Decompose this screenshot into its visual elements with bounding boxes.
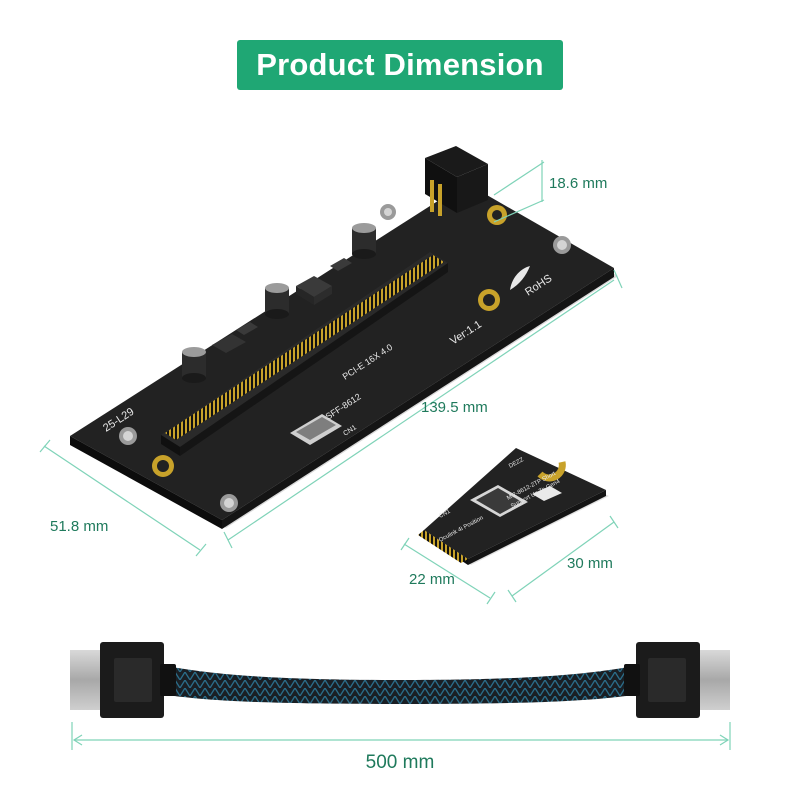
leaf-icon <box>510 266 530 290</box>
ic-chip <box>212 334 246 353</box>
length-line <box>227 279 615 541</box>
dimension-board-height: 18.6 mm <box>549 175 607 192</box>
warning-box-icon <box>532 486 562 501</box>
m2-gold-fingers <box>418 530 468 563</box>
dimension-m2-width: 22 mm <box>409 571 455 588</box>
right-connector <box>624 642 730 718</box>
board-dimension-lines <box>39 160 623 557</box>
m2-adapter-card: M.2-8612-2TP Short Support Up To Gen4 Oc… <box>418 448 609 565</box>
oculink-cable <box>70 642 730 718</box>
ic-chip <box>330 258 352 271</box>
capacitor <box>265 283 289 319</box>
left-connector <box>70 642 176 718</box>
m2-silk-cn: CN1 <box>438 509 452 520</box>
capacitor <box>352 223 376 259</box>
cable-dimension-line <box>71 722 731 750</box>
ic-chip <box>236 322 258 335</box>
dimension-board-length: 139.5 mm <box>421 399 488 416</box>
braided-cable <box>160 665 640 704</box>
dimension-m2-length: 30 mm <box>567 555 613 572</box>
dimension-board-width: 51.8 mm <box>50 518 108 535</box>
dimension-cable-length: 500 mm <box>366 752 435 773</box>
pcie-riser-board: 25-L29 PCI-E 16X 4.0 Ver:1.1 SFF-8612 Ro… <box>70 146 618 529</box>
inductor <box>296 276 332 305</box>
m2-connector <box>470 485 528 517</box>
capacitor <box>182 347 206 383</box>
pcie-x16-slot <box>161 252 448 456</box>
m2-dimension-lines <box>400 515 619 605</box>
mounting-screw <box>553 236 571 254</box>
mounting-screw <box>220 494 238 512</box>
mounting-screw <box>119 427 137 445</box>
page-title: Product Dimension <box>237 40 563 90</box>
gold-ring <box>537 461 566 482</box>
power-connector <box>425 146 488 216</box>
mounting-screw <box>380 204 396 220</box>
sff-8612-port <box>290 414 342 445</box>
